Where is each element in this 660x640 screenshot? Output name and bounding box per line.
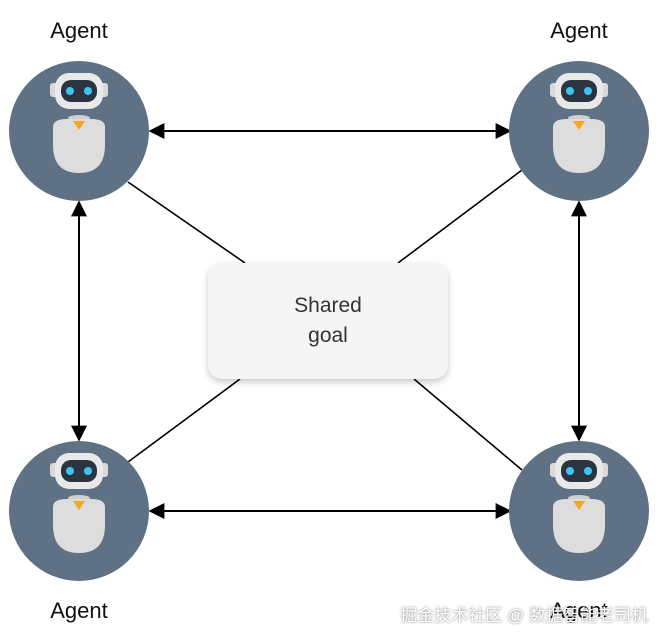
agent-bottom-right-node [509,441,649,581]
shared-goal-label-line1: Shared [294,294,362,317]
agent-top-right-node [509,61,649,201]
center-connectors [127,169,523,471]
shared-goal-box: Shared goal [208,263,448,379]
agent-label-bottom-right: Agent [550,598,608,623]
agent-label-top-right: Agent [550,18,608,43]
agent-label-bottom-left: Agent [50,598,108,623]
connector-top-left [127,181,246,264]
robot-icon [509,61,649,201]
shared-goal-label-line2: goal [308,324,348,347]
connector-bottom-left [127,378,241,463]
agent-bottom-left-node [9,441,149,581]
agent-top-left-node [9,61,149,201]
watermark: 掘金技术社区 @ 数据智能老司机 [400,606,648,625]
connector-bottom-right [413,378,523,471]
connector-top-right [397,169,523,264]
agent-arrows [71,123,587,519]
robot-icon [509,441,649,581]
robot-icon [9,441,149,581]
robot-icon [9,61,149,201]
agent-label-top-left: Agent [50,18,108,43]
